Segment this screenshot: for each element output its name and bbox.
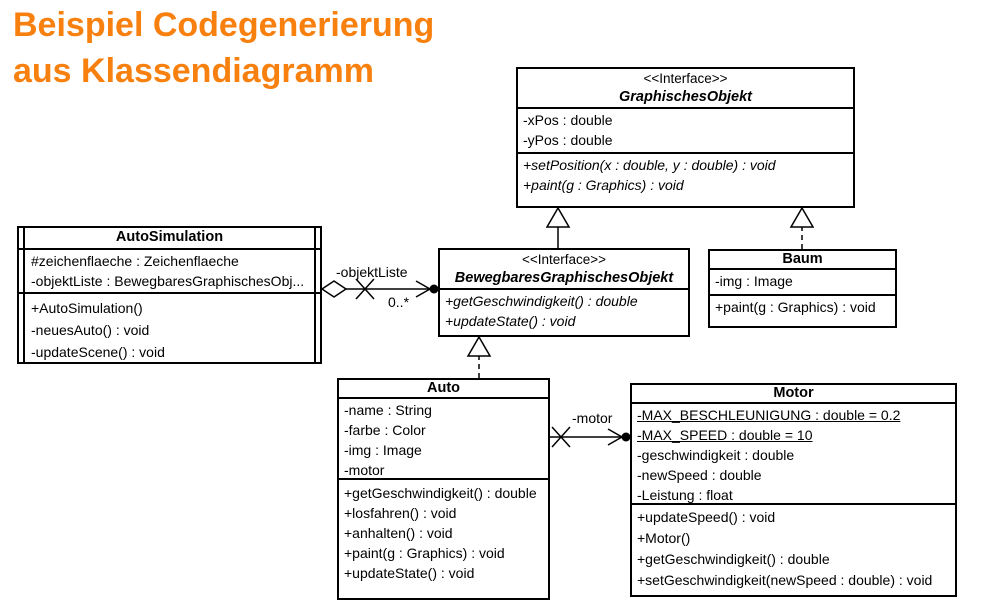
class-bewegbares-graphisches-objekt: <<Interface>> BewegbaresGraphischesObjek… bbox=[438, 248, 690, 337]
active-class-bar-icon bbox=[23, 228, 25, 362]
class-header: <<Interface>> BewegbaresGraphischesObjek… bbox=[440, 250, 688, 288]
methods-compartment: +AutoSimulation() -neuesAuto() : void -u… bbox=[19, 292, 320, 362]
attribute: -img : Image bbox=[344, 442, 422, 458]
attribute: -Leistung : float bbox=[637, 487, 733, 503]
cross-icon bbox=[551, 426, 571, 448]
aggregation-autosimulation-objektliste bbox=[320, 278, 439, 300]
hollow-triangle-icon bbox=[466, 335, 492, 357]
method: +paint(g : Graphics) : void bbox=[715, 299, 876, 315]
attributes-compartment: -img : Image bbox=[710, 268, 895, 294]
class-auto: Auto -name : String -farbe : Color -img … bbox=[337, 378, 550, 600]
methods-compartment: +updateSpeed() : void +Motor() +getGesch… bbox=[632, 503, 955, 595]
method: +updateSpeed() : void bbox=[637, 509, 776, 525]
stereotype-label: <<Interface>> bbox=[643, 71, 728, 86]
attribute: -motor bbox=[344, 462, 385, 478]
methods-compartment: +paint(g : Graphics) : void bbox=[710, 294, 895, 326]
attributes-compartment: -MAX_BESCHLEUNIGUNG : double = 0.2 -MAX_… bbox=[632, 402, 955, 503]
method: +setGeschwindigkeit(newSpeed : double) :… bbox=[637, 572, 933, 588]
method: +setPosition(x : double, y : double) : v… bbox=[523, 157, 776, 173]
methods-compartment: +getGeschwindigkeit() : double +updateSt… bbox=[440, 288, 688, 335]
attributes-compartment: #zeichenflaeche : Zeichenflaeche -objekt… bbox=[19, 248, 320, 292]
class-header: Auto bbox=[339, 380, 548, 397]
class-name: BewegbaresGraphischesObjekt bbox=[454, 270, 674, 286]
association-label-motor: -motor bbox=[572, 410, 613, 426]
stereotype-label: <<Interface>> bbox=[521, 252, 607, 267]
cross-icon bbox=[355, 278, 375, 300]
static-attribute: -MAX_SPEED : double = 10 bbox=[637, 427, 813, 443]
class-name: AutoSimulation bbox=[115, 229, 224, 245]
hollow-triangle-icon bbox=[789, 206, 815, 228]
association-label-objektliste: -objektListe bbox=[336, 264, 408, 280]
class-header: Baum bbox=[710, 251, 895, 268]
association-auto-motor bbox=[550, 426, 631, 448]
class-name: Auto bbox=[426, 380, 460, 396]
method: +anhalten() : void bbox=[344, 525, 453, 541]
method: +updateState() : void bbox=[445, 313, 576, 329]
method: +getGeschwindigkeit() : double bbox=[445, 293, 638, 309]
cross-icon bbox=[551, 426, 571, 448]
attribute: -newSpeed : double bbox=[637, 467, 762, 483]
attributes-compartment: -xPos : double -yPos : double bbox=[518, 107, 853, 152]
class-auto-simulation: AutoSimulation #zeichenflaeche : Zeichen… bbox=[17, 226, 322, 364]
attribute: -objektListe : BewegbaresGraphischesObj.… bbox=[31, 273, 305, 289]
hollow-triangle-icon bbox=[545, 206, 571, 228]
method: -updateScene() : void bbox=[31, 344, 165, 360]
methods-compartment: +getGeschwindigkeit() : double +losfahre… bbox=[339, 478, 548, 598]
method: +Motor() bbox=[637, 530, 691, 546]
aggregation-diamond-icon bbox=[320, 280, 348, 298]
method: +AutoSimulation() bbox=[31, 300, 143, 316]
generalization-bewegbares-to-graphisches bbox=[545, 206, 571, 248]
class-header: <<Interface>> GraphischesObjekt bbox=[518, 69, 853, 107]
class-header: Motor bbox=[632, 385, 955, 402]
open-arrow-icon bbox=[607, 428, 624, 446]
realization-baum-to-graphisches bbox=[789, 206, 815, 249]
method: +losfahren() : void bbox=[344, 505, 457, 521]
attribute: -xPos : double bbox=[523, 112, 613, 128]
class-motor: Motor -MAX_BESCHLEUNIGUNG : double = 0.2… bbox=[630, 383, 957, 597]
method: +paint(g : Graphics) : void bbox=[523, 177, 684, 193]
method: +getGeschwindigkeit() : double bbox=[344, 485, 537, 501]
method: -neuesAuto() : void bbox=[31, 322, 150, 338]
method: +getGeschwindigkeit() : double bbox=[637, 551, 830, 567]
active-class-bar-icon bbox=[314, 228, 316, 362]
attribute: -geschwindigkeit : double bbox=[637, 447, 795, 463]
attribute: -name : String bbox=[344, 402, 432, 418]
attribute: -img : Image bbox=[715, 273, 793, 289]
class-header: AutoSimulation bbox=[19, 228, 320, 248]
class-baum: Baum -img : Image +paint(g : Graphics) :… bbox=[708, 249, 897, 328]
open-arrow-icon bbox=[415, 280, 432, 298]
methods-compartment: +setPosition(x : double, y : double) : v… bbox=[518, 152, 853, 206]
class-name: Motor bbox=[773, 385, 814, 401]
static-attribute: -MAX_BESCHLEUNIGUNG : double = 0.2 bbox=[637, 407, 901, 423]
realization-auto-to-bewegbares bbox=[466, 335, 492, 378]
attributes-compartment: -name : String -farbe : Color -img : Ima… bbox=[339, 397, 548, 478]
slide-title-line1: Beispiel Codegenerierung bbox=[13, 6, 435, 44]
method: +updateState() : void bbox=[344, 565, 475, 581]
cross-icon bbox=[355, 278, 375, 300]
slide-title: Beispiel Codegenerierung aus Klassendiag… bbox=[13, 2, 434, 94]
class-name: Baum bbox=[782, 251, 823, 267]
attribute: -yPos : double bbox=[523, 132, 613, 148]
class-name: GraphischesObjekt bbox=[619, 89, 752, 105]
class-graphisches-objekt: <<Interface>> GraphischesObjekt -xPos : … bbox=[516, 67, 855, 208]
association-multiplicity-objektliste: 0..* bbox=[388, 294, 410, 310]
method: +paint(g : Graphics) : void bbox=[344, 545, 505, 561]
attribute: -farbe : Color bbox=[344, 422, 426, 438]
slide-title-line2: aus Klassendiagramm bbox=[13, 52, 374, 90]
attribute: #zeichenflaeche : Zeichenflaeche bbox=[31, 253, 239, 269]
